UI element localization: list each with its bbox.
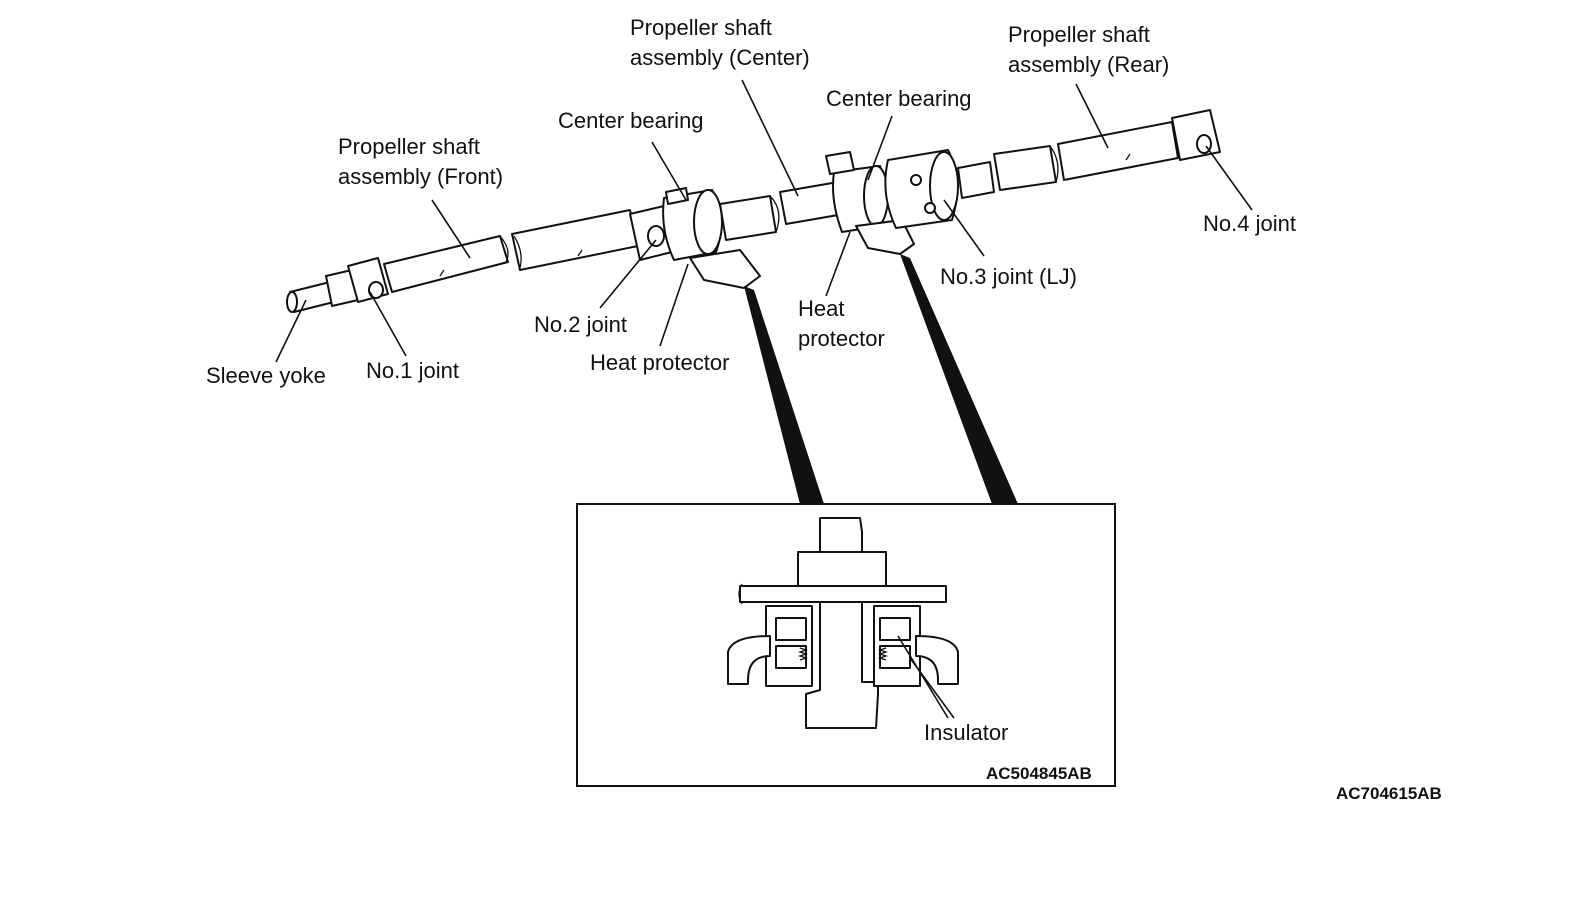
center-bearing-front	[629, 187, 761, 289]
heat-protector-rear-label-line1: Heat	[798, 296, 845, 321]
sleeve-yoke-label: Sleeve yoke	[206, 363, 326, 388]
front-shaft	[286, 209, 639, 313]
figure-code: AC704615AB	[1336, 784, 1442, 803]
leader-lines	[275, 79, 1253, 363]
heat-protector-front-label: Heat protector	[590, 350, 730, 375]
prop-shaft-rear-label-line2: assembly (Rear)	[1008, 52, 1170, 77]
prop-shaft-rear-label-line1: Propeller shaft	[1008, 22, 1150, 47]
detail-code: AC504845AB	[986, 764, 1092, 783]
rear-shaft	[993, 109, 1221, 191]
callout-wedges	[744, 254, 1018, 504]
insulator-label: Insulator	[924, 720, 1009, 745]
no3-joint-label: No.3 joint (LJ)	[940, 264, 1077, 289]
prop-shaft-center-label-line1: Propeller shaft	[630, 15, 772, 40]
prop-shaft-front-label-line2: assembly (Front)	[338, 164, 504, 189]
no4-joint-label: No.4 joint	[1203, 211, 1296, 236]
center-bearing-rear	[825, 151, 915, 255]
detail-view	[576, 503, 1116, 787]
heat-protector-rear-label-line2: protector	[798, 326, 885, 351]
center-shaft	[719, 181, 845, 241]
no1-joint-label: No.1 joint	[366, 358, 459, 383]
center-bearing-rear-label: Center bearing	[826, 86, 972, 111]
center-bearing-front-label: Center bearing	[558, 108, 704, 133]
no2-joint-label: No.2 joint	[534, 312, 627, 337]
no3-joint	[884, 149, 995, 229]
prop-shaft-center-label-line2: assembly (Center)	[630, 45, 810, 70]
prop-shaft-front-label-line1: Propeller shaft	[338, 134, 480, 159]
